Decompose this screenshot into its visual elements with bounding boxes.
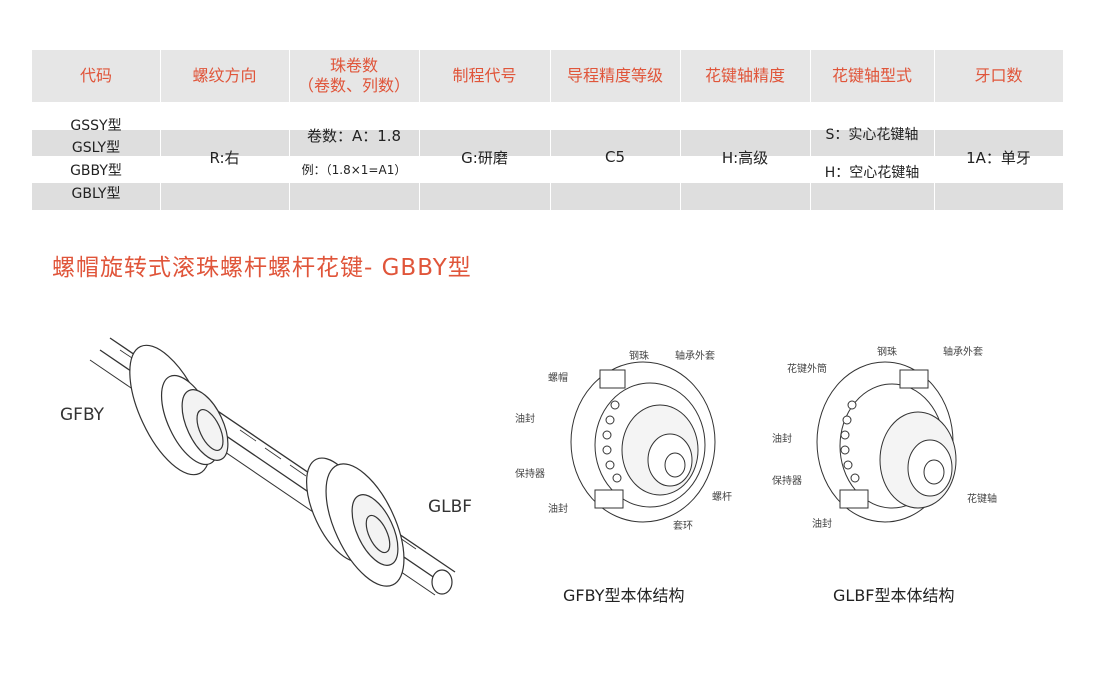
label-spline-outer: 花键外筒 [787, 364, 827, 375]
cell-spline-accuracy: H:高级 [721, 148, 769, 167]
column-divider [550, 50, 551, 210]
label-spline-shaft: 花键轴 [967, 494, 997, 505]
column-divider [289, 50, 290, 210]
cell-lead-accuracy: C5 [604, 148, 626, 166]
column-divider [934, 50, 935, 210]
header-lead-accuracy: 导程精度等级 [550, 50, 680, 102]
label-collar: 套环 [673, 521, 693, 532]
label-oil-seal: 油封 [772, 434, 792, 445]
header-label: 螺纹方向 [192, 66, 257, 85]
section-title: 螺帽旋转式滚珠螺杆螺杆花键- GBBY型 [52, 255, 472, 281]
label-retainer: 保持器 [772, 476, 802, 487]
cell-spline-type-hollow: H：空心花键轴 [824, 165, 920, 181]
header-spline-accuracy: 花键轴精度 [680, 50, 810, 102]
header-sublabel: （卷数、列数） [297, 76, 410, 95]
code-item: GBBY型 [70, 163, 122, 179]
code-item: GSLY型 [71, 140, 121, 156]
table-row-band [32, 130, 1063, 156]
header-label: 牙口数 [974, 66, 1023, 85]
cell-thread-direction: R:右 [209, 148, 240, 167]
header-label: 代码 [79, 66, 112, 85]
code-item: GSSY型 [70, 118, 122, 134]
cell-ball-turns: 卷数：A：1.8 [306, 126, 402, 145]
label-nut: 螺帽 [548, 373, 568, 384]
header-label: 花键轴型式 [831, 66, 912, 85]
column-divider [810, 50, 811, 210]
spec-table: 代码 螺纹方向 珠卷数 （卷数、列数） 制程代号 导程精度等级 花键轴精度 花键… [32, 50, 1063, 210]
label-oil-seal: 油封 [548, 504, 568, 515]
gfby-structure-diagram [570, 361, 716, 523]
label-ball: 钢珠 [877, 347, 897, 358]
label-screw-shaft: 螺杆 [712, 492, 732, 503]
label-oil-seal: 油封 [812, 519, 832, 530]
label-ball: 钢珠 [629, 351, 649, 362]
cell-ball-turns-example: 例：（1.8×1=A1） [301, 162, 407, 177]
header-code: 代码 [32, 50, 160, 102]
glbf-structure-diagram [816, 361, 957, 523]
label-oil-seal: 油封 [515, 414, 535, 425]
column-divider [680, 50, 681, 210]
label-gfby: GFBY [60, 405, 105, 425]
cell-thread-starts: 1A：单牙 [966, 148, 1031, 167]
header-spline-type: 花键轴型式 [810, 50, 934, 102]
column-divider [160, 50, 161, 210]
table-row-band [32, 183, 1063, 210]
header-label: 珠卷数 [329, 56, 378, 75]
assembly-illustration [89, 337, 456, 596]
header-thread-starts: 牙口数 [934, 50, 1063, 102]
label-retainer: 保持器 [515, 469, 545, 480]
cell-process-code: G:研磨 [461, 148, 508, 167]
header-process-code: 制程代号 [419, 50, 550, 102]
header-label: 花键轴精度 [704, 66, 785, 85]
header-label: 导程精度等级 [566, 66, 663, 85]
label-bearing-sleeve: 轴承外套 [943, 347, 983, 358]
code-item: GBLY型 [71, 186, 121, 202]
header-ball-turns: 珠卷数 （卷数、列数） [289, 50, 419, 102]
table-header [32, 50, 1063, 102]
cell-spline-type-solid: S：实心花键轴 [825, 127, 919, 143]
caption-gfby: GFBY型本体结构 [563, 586, 685, 605]
caption-glbf: GLBF型本体结构 [833, 586, 955, 605]
header-thread-direction: 螺纹方向 [160, 50, 289, 102]
header-label: 制程代号 [452, 66, 517, 85]
column-divider [419, 50, 420, 210]
label-bearing-sleeve: 轴承外套 [675, 351, 715, 362]
label-glbf: GLBF [428, 497, 473, 517]
